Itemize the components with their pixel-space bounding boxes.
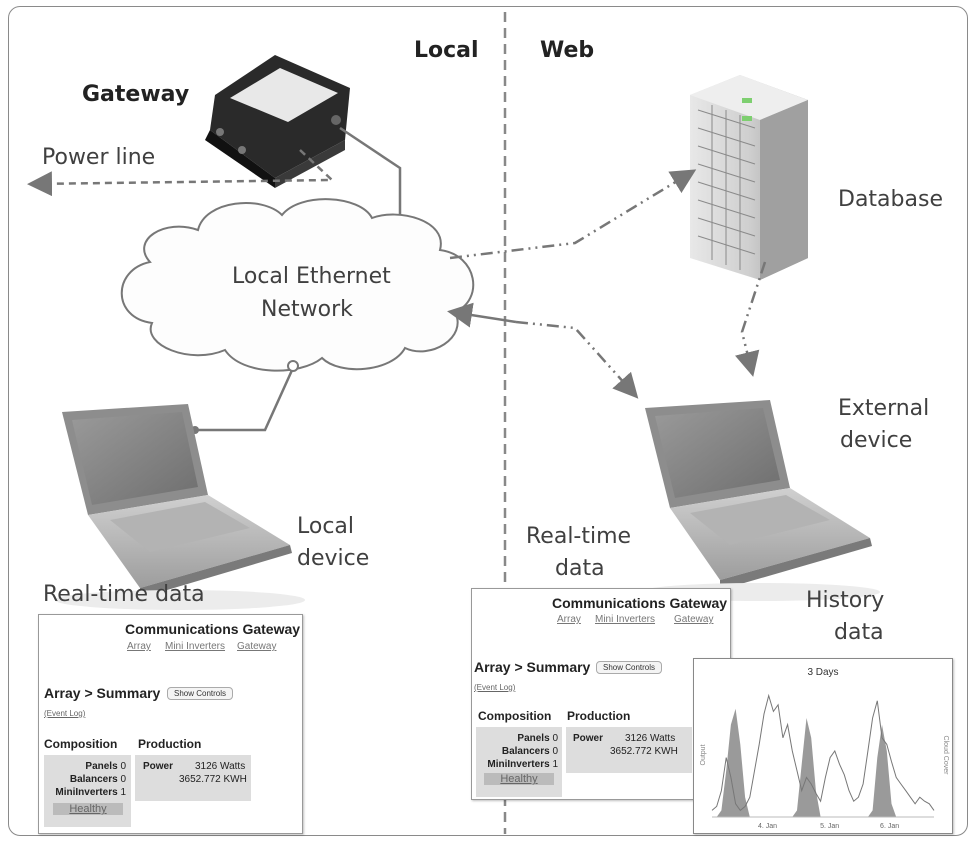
energy-value: 3652.772 KWH bbox=[610, 746, 678, 757]
realtime-data-label-left: Real-time data bbox=[43, 582, 205, 607]
database-to-external-link bbox=[735, 261, 767, 377]
event-log-link[interactable]: (Event Log) bbox=[44, 709, 86, 718]
cloud-to-database-link bbox=[449, 169, 697, 260]
array-summary-heading: Array > Summary bbox=[474, 659, 591, 675]
gateway-cable bbox=[339, 126, 402, 222]
balancers-row: Balancers 0 bbox=[501, 746, 558, 757]
show-controls-button[interactable]: Show Controls bbox=[596, 661, 663, 674]
screen-title: Communications Gateway bbox=[552, 595, 728, 611]
production-panel bbox=[135, 755, 251, 801]
history-chart-svg: 3 Days Output Cloud Cover 4. Jan 5. Jan 6.… bbox=[700, 667, 949, 830]
cloud-external-link bbox=[515, 320, 639, 399]
nav-mini-inverters-link[interactable]: Mini Inverters bbox=[595, 614, 656, 625]
array-summary-heading: Array > Summary bbox=[44, 685, 161, 701]
balancers-row: Balancers 0 bbox=[69, 774, 126, 785]
nav-gateway-link[interactable]: Gateway bbox=[674, 614, 714, 625]
power-value: 3126 Watts bbox=[195, 761, 246, 772]
history-chart: 3 Days Output Cloud Cover 4. Jan 5. Jan 6.… bbox=[693, 658, 953, 834]
show-controls-button[interactable]: Show Controls bbox=[167, 687, 234, 700]
database-server bbox=[690, 75, 808, 280]
power-line-label: Power line bbox=[42, 145, 156, 170]
panels-row: Panels 0 bbox=[85, 761, 126, 772]
x-tick-label: 4. Jan bbox=[758, 823, 777, 830]
section-local-label: Local bbox=[414, 38, 479, 63]
nav-gateway-link[interactable]: Gateway bbox=[237, 641, 277, 652]
power-line bbox=[27, 149, 336, 197]
web-gateway-screenshot: Communications Gateway Array Mini Invert… bbox=[471, 588, 731, 800]
production-heading: Production bbox=[138, 737, 202, 751]
network-label-line2: Network bbox=[261, 297, 353, 322]
local-laptop bbox=[55, 404, 305, 610]
x-tick-label: 6. Jan bbox=[880, 823, 899, 830]
cloud-external-link-return bbox=[447, 302, 517, 328]
energy-value: 3652.772 KWH bbox=[179, 774, 247, 785]
miniinverters-row: MiniInverters 1 bbox=[55, 787, 126, 798]
composition-panel bbox=[476, 727, 562, 797]
history-data-label-line1: History bbox=[806, 588, 885, 613]
power-label: Power bbox=[573, 733, 604, 744]
series-cloud-cover-line bbox=[711, 693, 935, 812]
production-panel bbox=[566, 727, 692, 773]
local-device-label-line1: Local bbox=[297, 514, 355, 539]
nav-mini-inverters-link[interactable]: Mini Inverters bbox=[165, 641, 226, 652]
external-device-label-line2: device bbox=[840, 428, 913, 453]
panels-row: Panels 0 bbox=[517, 733, 558, 744]
production-heading: Production bbox=[567, 709, 631, 723]
local-gateway-screenshot: Communications Gateway Array Mini Invert… bbox=[38, 614, 303, 834]
frame-border bbox=[8, 6, 968, 836]
power-label: Power bbox=[143, 761, 174, 772]
power-value: 3126 Watts bbox=[625, 733, 676, 744]
realtime-data-label-right-line1: Real-time bbox=[526, 524, 632, 549]
local-device-cable bbox=[195, 367, 295, 432]
x-tick-label: 5. Jan bbox=[820, 823, 839, 830]
composition-panel bbox=[44, 755, 131, 827]
database-label: Database bbox=[838, 187, 943, 212]
history-data-label-line2: data bbox=[834, 620, 884, 645]
screen-title: Communications Gateway bbox=[125, 621, 301, 637]
gateway-device bbox=[205, 55, 350, 188]
series-output-area bbox=[712, 708, 934, 817]
section-web-label: Web bbox=[540, 38, 595, 63]
composition-heading: Composition bbox=[478, 709, 552, 723]
healthy-status[interactable]: Healthy bbox=[484, 773, 554, 785]
miniinverters-row: MiniInverters 1 bbox=[487, 759, 558, 770]
nav-array-link[interactable]: Array bbox=[127, 641, 151, 652]
healthy-status[interactable]: Healthy bbox=[53, 803, 123, 815]
local-device-label-line2: device bbox=[297, 546, 370, 571]
event-log-link[interactable]: (Event Log) bbox=[474, 683, 516, 692]
chart-title: 3 Days bbox=[807, 667, 838, 678]
chart-ylabel: Output bbox=[700, 744, 707, 765]
chart-ylabel-right: Cloud Cover bbox=[942, 736, 949, 776]
realtime-data-label-right-line2: data bbox=[555, 556, 605, 581]
external-laptop bbox=[640, 400, 880, 601]
nav-array-link[interactable]: Array bbox=[557, 614, 581, 625]
composition-heading: Composition bbox=[44, 737, 118, 751]
gateway-label: Gateway bbox=[82, 82, 190, 107]
network-label-line1: Local Ethernet bbox=[232, 264, 391, 289]
external-device-label-line1: External bbox=[838, 396, 930, 421]
